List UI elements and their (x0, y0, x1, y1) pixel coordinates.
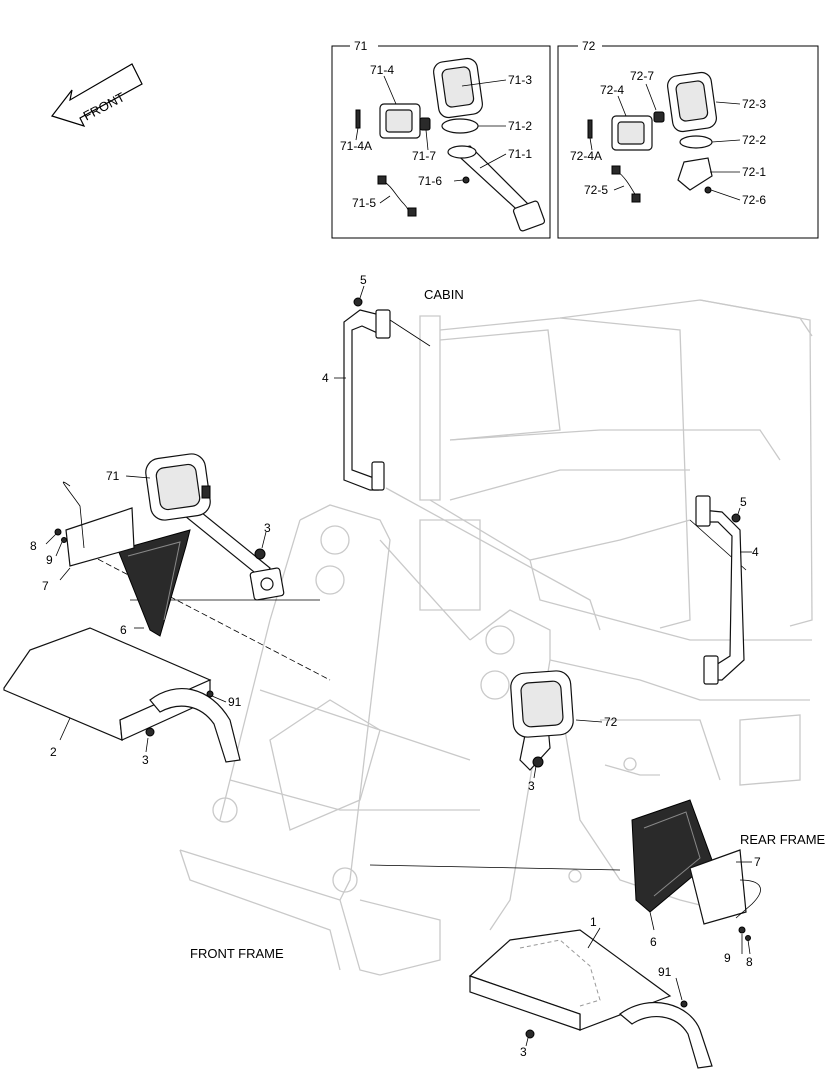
callout-4-right: 4 (752, 545, 759, 559)
callout-5-right: 5 (740, 495, 747, 509)
callout-8-left: 8 (30, 539, 37, 553)
area-label-front-frame: FRONT FRAME (190, 946, 284, 961)
label-72-5: 72-5 (584, 183, 608, 197)
label-71-1: 71-1 (508, 147, 532, 161)
handrail-left: 5 4 (322, 273, 391, 491)
inset-71-number: 71 (354, 39, 368, 53)
inset-72-number: 72 (582, 39, 596, 53)
label-72-6: 72-6 (742, 193, 766, 207)
mud-flap-right: 6 7 9 8 (631, 799, 761, 969)
bolts-lamp-mount: 3 3 (254, 521, 544, 793)
callout-3-fender-right: 3 (520, 1045, 527, 1059)
callout-9-right: 9 (724, 951, 731, 965)
fender-left: 2 91 3 (3, 627, 242, 767)
callout-6-right: 6 (650, 935, 657, 949)
label-72-1: 72-1 (742, 165, 766, 179)
work-lamp-71: 71 (106, 453, 285, 601)
mud-flap-left: 6 7 8 9 (30, 481, 191, 637)
callout-4-left: 4 (322, 371, 329, 385)
area-label-rear-frame: REAR FRAME (740, 832, 826, 847)
area-label-cabin: CABIN (424, 287, 464, 302)
label-71-3: 71-3 (508, 73, 532, 87)
callout-3-lamp-right: 3 (528, 779, 535, 793)
alignment-lines (89, 319, 747, 871)
inset-box-71: 71 71-4 71-3 71-2 71-1 71-4A (331, 39, 551, 239)
callout-6-left: 6 (120, 623, 127, 637)
callout-7-left: 7 (42, 579, 49, 593)
label-71-7: 71-7 (412, 149, 436, 163)
label-72-3: 72-3 (742, 97, 766, 111)
callout-8-right: 8 (746, 955, 753, 969)
callout-71: 71 (106, 469, 120, 483)
callout-2: 2 (50, 745, 57, 759)
callout-7-right: 7 (754, 855, 761, 869)
label-72-7: 72-7 (630, 69, 654, 83)
inset-box-72: 72 72-4 72-7 72-3 72-2 72-1 72-4A 72-5 7… (557, 39, 819, 239)
callout-9-left: 9 (46, 553, 53, 567)
callout-3-fender-left: 3 (142, 753, 149, 767)
fender-right: 1 91 3 (468, 915, 713, 1069)
front-arrow: FRONT (50, 63, 143, 127)
label-71-4a: 71-4A (340, 139, 372, 153)
label-72-4a: 72-4A (570, 149, 602, 163)
callout-5-left: 5 (360, 273, 367, 287)
label-71-6: 71-6 (418, 174, 442, 188)
label-71-2: 71-2 (508, 119, 532, 133)
label-72-2: 72-2 (742, 133, 766, 147)
work-lamp-72: 72 (510, 670, 618, 771)
callout-91-left: 91 (228, 695, 242, 709)
callout-91-right: 91 (658, 965, 672, 979)
handrail-right: 5 4 (695, 495, 759, 685)
label-72-4: 72-4 (600, 83, 624, 97)
machine-ghost-outline (179, 299, 813, 976)
label-71-5: 71-5 (352, 196, 376, 210)
label-71-4: 71-4 (370, 63, 394, 77)
callout-1: 1 (590, 915, 597, 929)
callout-3-lamp-left: 3 (264, 521, 271, 535)
callout-72: 72 (604, 715, 618, 729)
